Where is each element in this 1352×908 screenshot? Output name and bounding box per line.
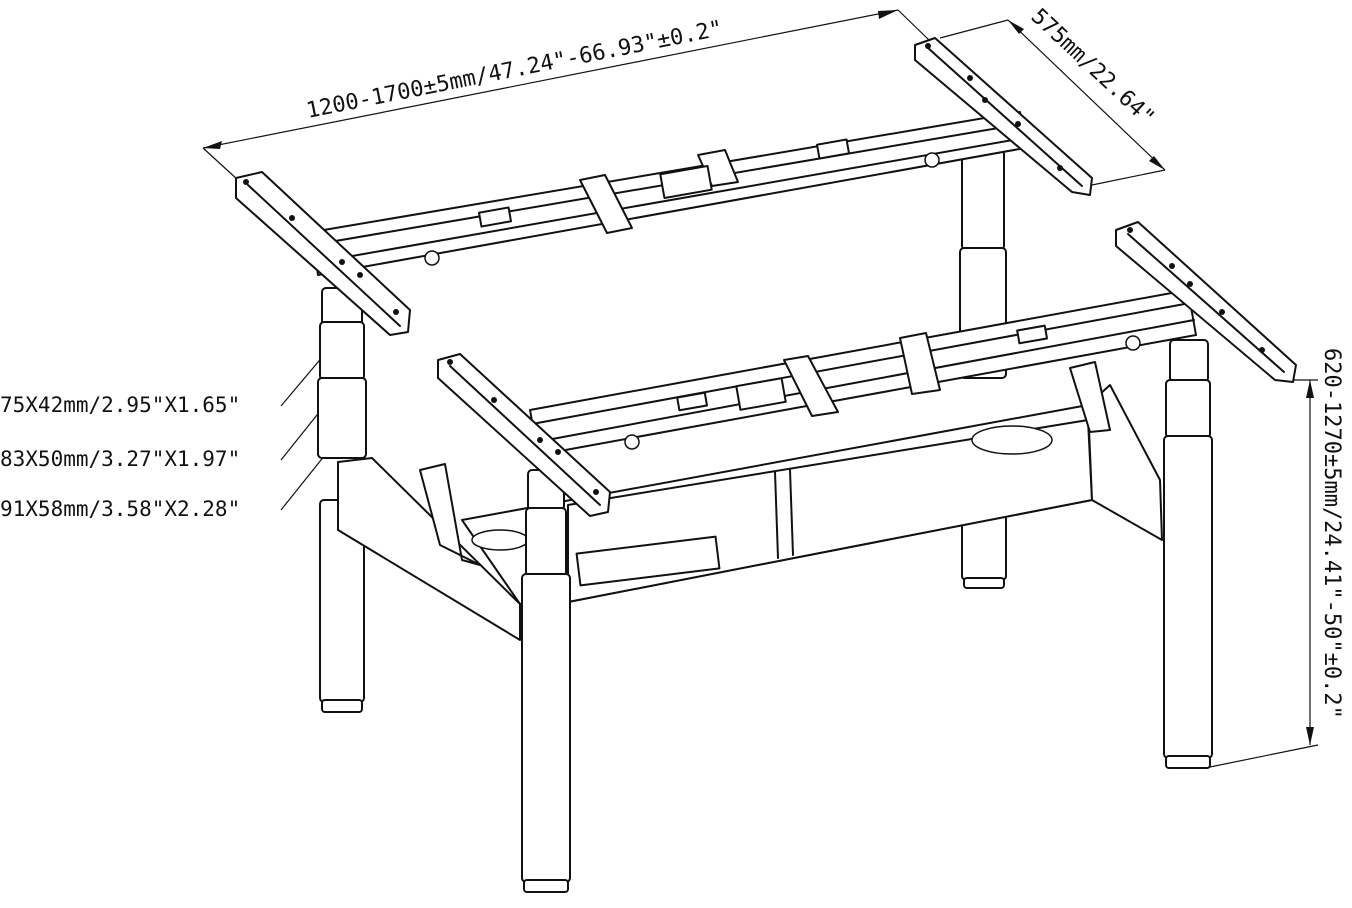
front-beam-hole-right [1125, 335, 1141, 351]
front-right-leg-middle [1165, 379, 1211, 439]
control-box [575, 535, 721, 587]
height-extension-bottom [1204, 744, 1319, 769]
right-rear-top-bracket [914, 37, 1093, 196]
front-center-gearbox [735, 377, 787, 411]
width-dimension-line [202, 9, 899, 149]
cable-port [971, 425, 1053, 455]
front-right-leg-lower [1163, 435, 1213, 759]
rear-right-leg-foot [963, 577, 1005, 589]
depth-dimension-text: 575mm/22.64" [1026, 4, 1159, 131]
front-right-top-bracket [1115, 221, 1297, 383]
front-motor-left [676, 391, 709, 412]
rear-left-leg-foot [321, 699, 363, 713]
lower-frame-divider [774, 471, 779, 559]
depth-extension-top [939, 19, 1009, 39]
front-beam-hole-left [624, 434, 640, 450]
front-left-leg-lower [521, 573, 571, 883]
width-arrow-right [878, 10, 898, 19]
front-right-leg-foot [1165, 755, 1211, 769]
front-bracket-center [783, 355, 839, 417]
leg-section-callouts: 75X42mm/2.95"X1.65" 83X50mm/3.27"X1.97" … [0, 329, 346, 521]
width-dimension-text: 1200-1700±5mm/47.24"-66.93"±0.2" [304, 16, 725, 124]
rear-bracket-left [579, 174, 633, 234]
front-right-leg [1163, 339, 1213, 769]
lower-left-slot [471, 529, 529, 551]
lower-left-bracket [419, 463, 481, 566]
front-left-leg-middle [525, 507, 567, 577]
front-motor-right [1016, 324, 1049, 345]
depth-dimension-line [1007, 19, 1166, 171]
leg-section-label-2: 83X50mm/3.27"X1.97" [0, 447, 240, 471]
depth-extension-bottom [1091, 169, 1166, 186]
leg-section-label-1: 75X42mm/2.95"X1.65" [0, 393, 240, 417]
rear-center-gearbox [659, 165, 713, 199]
rear-left-leg-outer [317, 377, 367, 459]
front-left-leg-foot [523, 879, 569, 893]
front-right-leg-upper [1169, 339, 1209, 383]
lower-frame-left-side [337, 457, 521, 641]
depth-arrow-top [1008, 20, 1024, 34]
height-arrow-top [1306, 380, 1314, 398]
depth-arrow-bottom [1149, 156, 1165, 170]
front-bracket-right [899, 332, 941, 395]
height-arrow-bottom [1306, 727, 1314, 745]
rear-motor-left [478, 206, 512, 228]
lower-frame [337, 361, 1163, 641]
left-top-bracket [235, 171, 411, 336]
width-extension-left [202, 147, 239, 181]
height-dimension-text: 620-1270±5mm/24.41"-50"±0.2" [1319, 348, 1344, 719]
rear-right-leg-upper [961, 149, 1005, 251]
leg-section-label-3: 91X58mm/3.58"X2.28" [0, 497, 240, 521]
height-dimension: 620-1270±5mm/24.41"-50"±0.2" [1204, 348, 1344, 769]
rear-left-leg [317, 287, 367, 713]
front-left-leg [521, 469, 571, 893]
rear-beam-hole-right [924, 152, 940, 168]
lower-right-bracket [1069, 361, 1111, 433]
rear-beam-hole-left [424, 250, 440, 266]
rear-crossbeam [311, 111, 1026, 276]
rear-motor-right [816, 138, 850, 160]
width-arrow-left [203, 141, 222, 149]
rear-left-leg-middle [319, 321, 365, 381]
front-left-top-bracket [437, 353, 611, 517]
